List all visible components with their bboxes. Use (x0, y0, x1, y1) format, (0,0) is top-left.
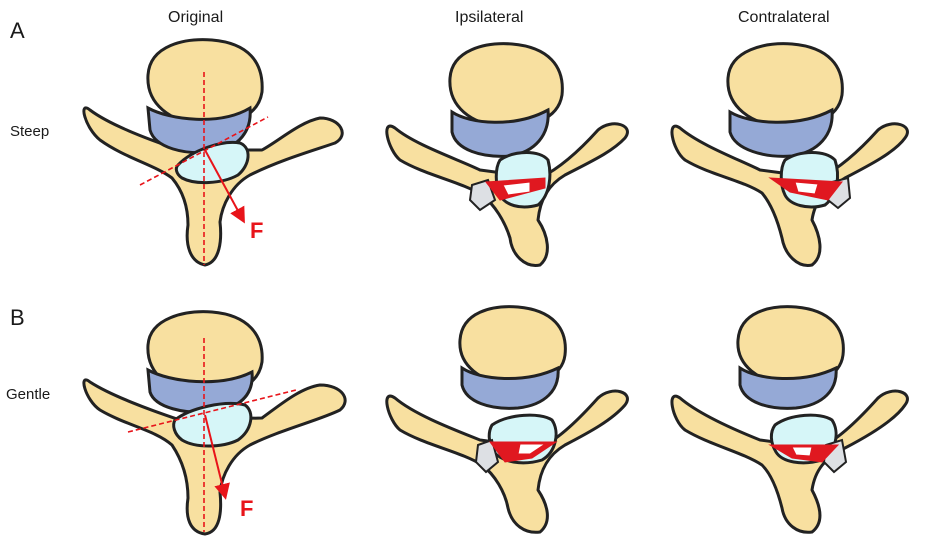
vertebra-steep-ipsilateral (387, 44, 628, 266)
vertebra-gentle-ipsilateral (387, 307, 628, 533)
vertebra-gentle-contralateral (672, 307, 907, 533)
resection-window (795, 182, 818, 194)
vertebra-steep-original (84, 40, 342, 265)
vertebra-gentle-original (84, 312, 345, 534)
vertebra-steep-contralateral (672, 44, 907, 266)
